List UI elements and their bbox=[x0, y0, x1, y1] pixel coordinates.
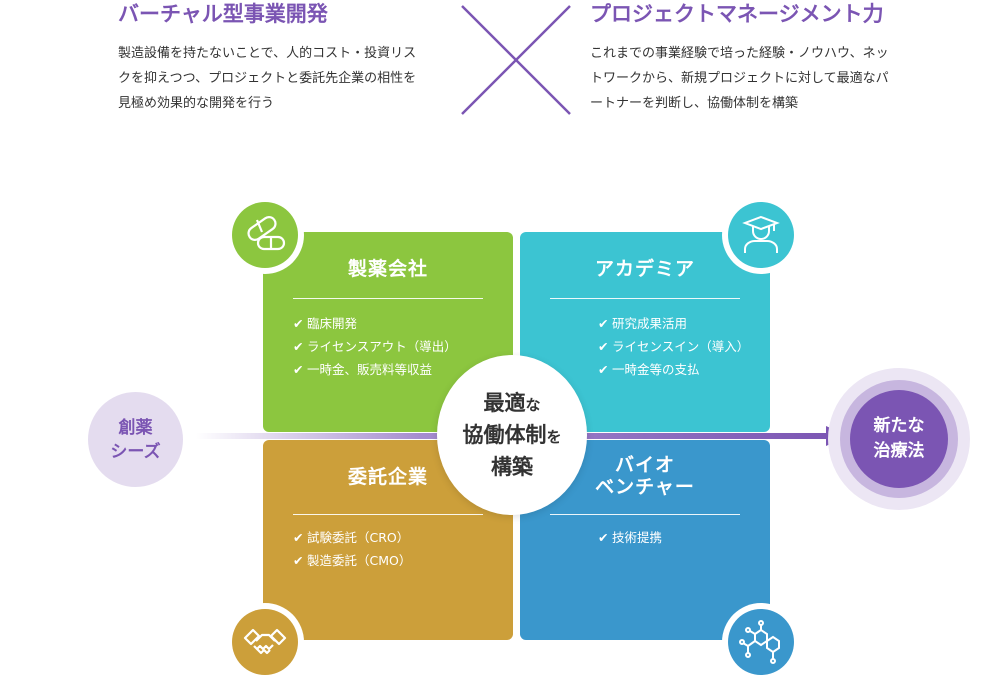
drug-seeds-circle: 創薬 シーズ bbox=[88, 392, 183, 487]
molecule-icon bbox=[739, 620, 780, 664]
description-line: ートナーを判断し、協働体制を構築 bbox=[590, 96, 799, 111]
contractor-badge bbox=[226, 603, 304, 681]
list-item: ✔ライセンスアウト（導出） bbox=[293, 335, 457, 358]
contractor-list: ✔試験委託（CRO） ✔製造委託（CMO） bbox=[293, 526, 411, 572]
academia-badge bbox=[722, 196, 800, 274]
check-icon: ✔ bbox=[293, 530, 304, 545]
check-icon: ✔ bbox=[598, 316, 609, 331]
cross-multiply-icon bbox=[461, 5, 571, 115]
academia-title: アカデミア bbox=[594, 258, 695, 280]
check-icon: ✔ bbox=[293, 362, 304, 377]
check-icon: ✔ bbox=[293, 553, 304, 568]
virtual-development-section: バーチャル型事業開発 製造設備を持たないことで、人的コスト・投資リス クを抑えつ… bbox=[118, 0, 463, 116]
check-icon: ✔ bbox=[598, 530, 609, 545]
divider bbox=[293, 298, 483, 299]
center-collaboration-circle: 最適な 協働体制を 構築 bbox=[437, 355, 587, 515]
check-icon: ✔ bbox=[598, 362, 609, 377]
contractor-title: 委託企業 bbox=[347, 466, 428, 488]
pharma-company-title: 製薬会社 bbox=[347, 258, 428, 280]
bioventure-title: バイオ ベンチャー bbox=[595, 454, 695, 498]
list-item: ✔研究成果活用 bbox=[598, 312, 749, 335]
description-line: 製造設備を持たないことで、人的コスト・投資リス bbox=[118, 46, 417, 61]
list-item: ✔一時金、販売料等収益 bbox=[293, 358, 457, 381]
virtual-development-title: バーチャル型事業開発 bbox=[118, 2, 328, 26]
graduate-icon bbox=[742, 215, 780, 253]
bioventure-list: ✔技術提携 bbox=[598, 526, 662, 549]
list-item: ✔試験委託（CRO） bbox=[293, 526, 411, 549]
bioventure-badge bbox=[722, 603, 800, 681]
list-item: ✔製造委託（CMO） bbox=[293, 549, 411, 572]
academia-list: ✔研究成果活用 ✔ライセンスイン（導入） ✔一時金等の支払 bbox=[598, 312, 749, 381]
divider bbox=[293, 514, 483, 515]
check-icon: ✔ bbox=[293, 339, 304, 354]
project-management-title: プロジェクトマネージメント力 bbox=[590, 2, 884, 26]
check-icon: ✔ bbox=[293, 316, 304, 331]
capsule-icon bbox=[247, 216, 286, 251]
pharma-badge bbox=[226, 196, 304, 274]
handshake-icon bbox=[243, 628, 287, 655]
project-management-description: これまでの事業経験で培った経験・ノウハウ、ネッ トワークから、新規プロジェクトに… bbox=[590, 41, 920, 116]
project-management-section: プロジェクトマネージメント力 これまでの事業経験で培った経験・ノウハウ、ネッ ト… bbox=[590, 0, 920, 116]
divider bbox=[550, 298, 740, 299]
list-item: ✔ライセンスイン（導入） bbox=[598, 335, 749, 358]
virtual-development-description: 製造設備を持たないことで、人的コスト・投資リス クを抑えつつ、プロジェクトと委託… bbox=[118, 41, 463, 116]
list-item: ✔一時金等の支払 bbox=[598, 358, 749, 381]
description-line: これまでの事業経験で培った経験・ノウハウ、ネッ bbox=[590, 46, 889, 61]
pharma-company-list: ✔臨床開発 ✔ライセンスアウト（導出） ✔一時金、販売料等収益 bbox=[293, 312, 457, 381]
description-line: トワークから、新規プロジェクトに対して最適なパ bbox=[590, 71, 889, 86]
list-item: ✔臨床開発 bbox=[293, 312, 457, 335]
description-line: クを抑えつつ、プロジェクトと委託先企業の相性を bbox=[118, 71, 417, 86]
description-line: 見極め効果的な開発を行う bbox=[118, 96, 275, 111]
list-item: ✔技術提携 bbox=[598, 526, 662, 549]
pharma-company-box: 製薬会社 ✔臨床開発 ✔ライセンスアウト（導出） ✔一時金、販売料等収益 bbox=[263, 232, 513, 432]
divider bbox=[550, 514, 740, 515]
new-therapy-circle: 新たな 治療法 bbox=[850, 390, 948, 488]
check-icon: ✔ bbox=[598, 339, 609, 354]
